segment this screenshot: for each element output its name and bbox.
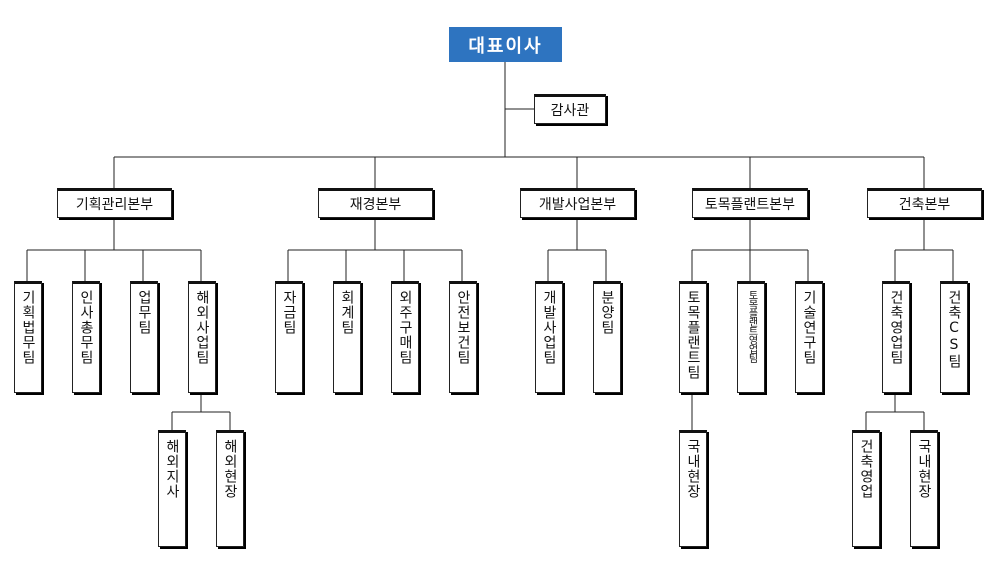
team-funds: 자금팀 (275, 281, 303, 393)
subunit-arch-sales-unit: 건축영업 (852, 430, 880, 547)
team-accounting-label: 회계팀 (339, 290, 355, 335)
team-safety-label: 안전보건팀 (455, 290, 471, 365)
team-hr-admin-label: 인사총무팀 (78, 290, 94, 365)
team-planning-law-label: 기획법무팀 (20, 290, 36, 365)
team-tech-research-label: 기술연구팀 (801, 290, 817, 365)
subunit-arch-domestic-site-label: 국내현장 (916, 439, 932, 499)
auditor-label: 감사관 (550, 103, 590, 119)
division-development-label: 개발사업본부 (538, 197, 617, 213)
team-civil-plant: 토목플랜트팀 (679, 281, 707, 393)
team-civil-sales-label: 토목플랜트영업팀 (746, 290, 757, 362)
team-civil-sales: 토목플랜트영업팀 (737, 281, 765, 393)
division-civil-label: 토목플랜트본부 (704, 197, 796, 213)
subunit-arch-domestic-site: 국내현장 (910, 430, 938, 547)
division-finance: 재경본부 (318, 188, 433, 218)
team-accounting: 회계팀 (333, 281, 361, 393)
team-arch-cs: 건축CS팀 (940, 281, 968, 393)
team-civil-plant-label: 토목플랜트팀 (685, 290, 701, 380)
subunit-overseas-site: 해외현장 (216, 430, 244, 547)
subunit-overseas-branch-label: 해외지사 (164, 439, 180, 499)
team-sales-label: 분양팀 (599, 290, 615, 335)
subunit-arch-sales-unit-label: 건축영업 (858, 439, 874, 499)
subunit-overseas-branch: 해외지사 (158, 430, 186, 547)
team-overseas-biz: 해외사업팀 (188, 281, 216, 393)
team-purchasing: 외주구매팀 (391, 281, 419, 393)
team-hr-admin: 인사총무팀 (72, 281, 100, 393)
subunit-overseas-site-label: 해외현장 (222, 439, 238, 499)
subunit-civil-domestic-site-label: 국내현장 (685, 439, 701, 499)
team-business-label: 업무팀 (136, 290, 152, 335)
division-development: 개발사업본부 (520, 188, 635, 218)
team-dev-biz: 개발사업팀 (535, 281, 563, 393)
team-safety: 안전보건팀 (449, 281, 477, 393)
team-arch-sales-label: 건축영업팀 (888, 290, 904, 365)
team-funds-label: 자금팀 (281, 290, 297, 335)
division-civil: 토목플랜트본부 (692, 188, 808, 218)
team-overseas-biz-label: 해외사업팀 (194, 290, 210, 365)
team-business: 업무팀 (130, 281, 158, 393)
division-planning: 기획관리본부 (57, 188, 172, 218)
team-arch-sales: 건축영업팀 (882, 281, 910, 393)
division-finance-label: 재경본부 (349, 197, 402, 213)
team-planning-law: 기획법무팀 (14, 281, 42, 393)
ceo-label: 대표이사 (468, 35, 543, 57)
ceo-box: 대표이사 (449, 27, 562, 62)
auditor-box: 감사관 (534, 94, 606, 124)
team-sales: 분양팀 (593, 281, 621, 393)
division-architecture: 건축본부 (867, 188, 982, 218)
team-purchasing-label: 외주구매팀 (397, 290, 413, 365)
subunit-civil-domestic-site: 국내현장 (679, 430, 707, 547)
team-tech-research: 기술연구팀 (795, 281, 823, 393)
team-arch-cs-label: 건축CS팀 (946, 290, 962, 369)
division-planning-label: 기획관리본부 (75, 197, 154, 213)
team-dev-biz-label: 개발사업팀 (541, 290, 557, 365)
division-architecture-label: 건축본부 (898, 197, 951, 213)
